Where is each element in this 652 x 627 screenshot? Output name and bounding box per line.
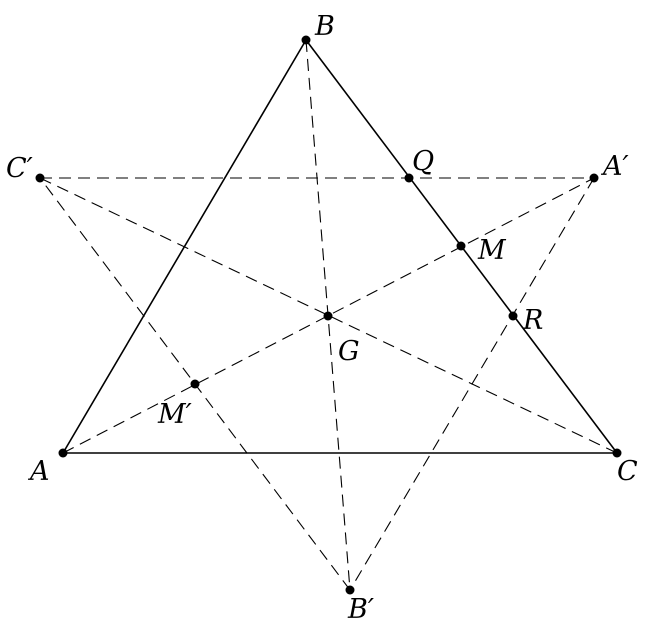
point-r-dot (508, 311, 518, 321)
point-a-dot (58, 448, 68, 458)
label-b: B (314, 11, 335, 42)
point-m-dot (456, 241, 466, 251)
point-markers (35, 35, 622, 595)
label-q: Q (412, 146, 434, 177)
label-c: C (617, 456, 638, 487)
label-c-prime: C′ (6, 153, 33, 184)
point-c-prime-dot (35, 173, 45, 183)
label-r: R (522, 305, 543, 336)
point-b-prime-dot (345, 585, 355, 595)
point-a-prime-dot (589, 173, 599, 183)
triangle-abc (62, 39, 618, 454)
point-m-prime-dot (190, 379, 200, 389)
label-m: M (477, 235, 507, 266)
segment-c-c-prime (39, 177, 618, 454)
label-b-prime: B′ (347, 594, 374, 625)
point-labels: A B C A′ B′ C′ G M M′ Q R (6, 11, 638, 625)
label-a-prime: A′ (600, 151, 629, 182)
point-q-dot (404, 173, 414, 183)
label-a: A (27, 456, 50, 487)
point-g-dot (323, 311, 333, 321)
point-b-dot (301, 35, 311, 45)
label-g: G (338, 336, 360, 367)
segment-a-a-prime (62, 177, 595, 454)
point-c-dot (612, 448, 622, 458)
label-m-prime: M′ (157, 399, 192, 430)
